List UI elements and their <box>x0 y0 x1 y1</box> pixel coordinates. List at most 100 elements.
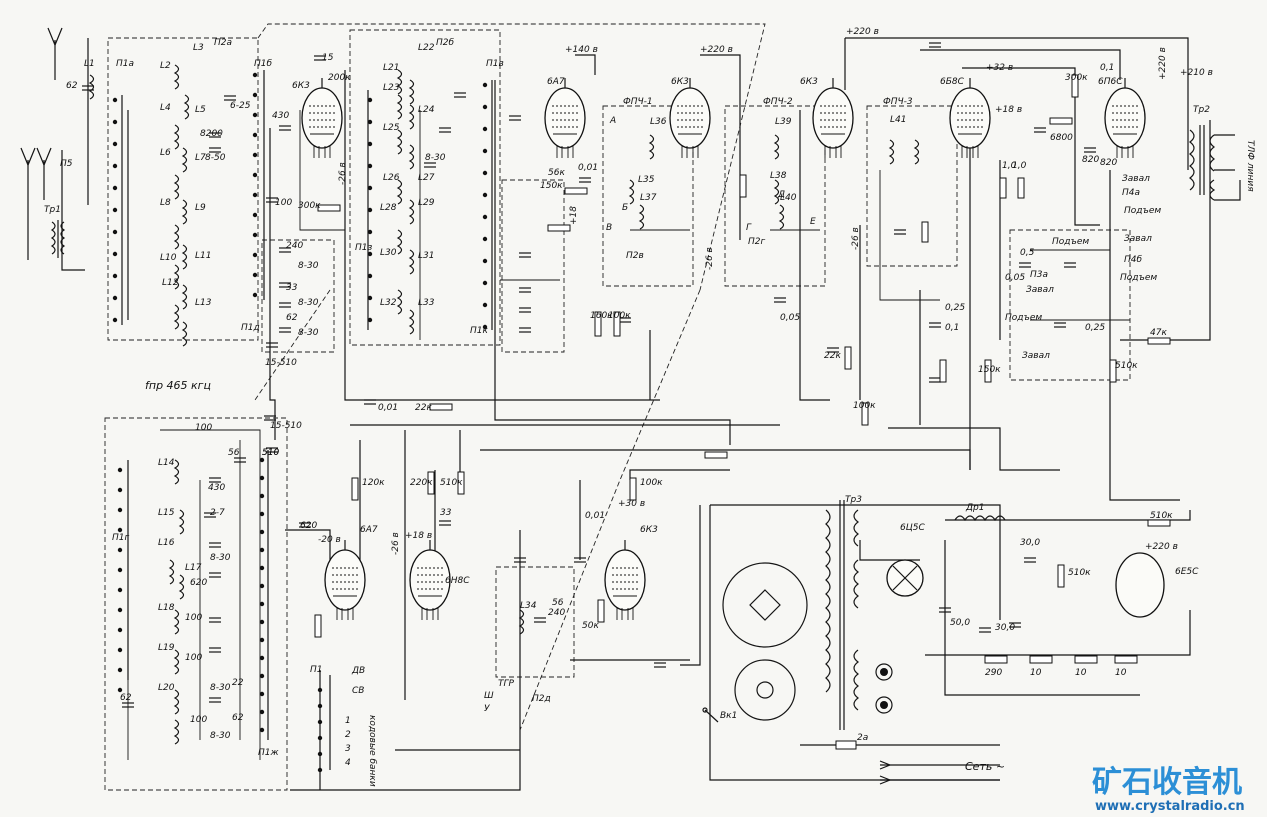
component-value-label: 56 <box>228 448 240 458</box>
switch-contact <box>252 172 258 178</box>
coil <box>173 64 180 90</box>
supply-voltage-label: +18 в <box>405 531 432 541</box>
coil-label: L9 <box>195 203 206 213</box>
component-value-label: 62 <box>286 313 298 323</box>
resistor <box>629 477 637 501</box>
component-value-label: 240 <box>548 608 565 618</box>
capacitor <box>264 415 276 421</box>
switch-contact <box>317 703 323 709</box>
coil <box>181 244 188 270</box>
watermark-title: 矿石收音机 <box>1092 765 1242 800</box>
capacitor <box>439 520 451 526</box>
component-value-label: 2а <box>857 733 868 743</box>
switch-contact <box>252 212 258 218</box>
coil-label: L16 <box>158 538 175 548</box>
switch-contact <box>117 647 123 653</box>
component-value-label: 220к <box>410 478 433 488</box>
resistor <box>547 224 571 232</box>
switch-contact <box>112 97 118 103</box>
resistor <box>314 614 322 638</box>
resistor <box>1057 564 1065 588</box>
component-value-label: 620 <box>300 521 317 531</box>
coil-label: L14 <box>158 458 175 468</box>
coil <box>396 69 403 95</box>
switch-contact <box>112 273 118 279</box>
vacuum-tube <box>604 540 646 620</box>
switch-contact <box>482 280 488 286</box>
switch-contact <box>259 583 265 589</box>
switch-contact <box>317 735 323 741</box>
tube-label: 6К3 <box>640 525 658 535</box>
tube-label: 6П6С <box>1098 77 1123 87</box>
coil <box>168 559 175 585</box>
capacitor <box>1019 262 1031 268</box>
coil <box>173 304 180 330</box>
switch-contact <box>259 637 265 643</box>
vacuum-tube <box>544 78 586 158</box>
component-value-label: 240 <box>286 241 303 251</box>
block-label: Др1 <box>965 503 984 513</box>
switch-contact <box>482 324 488 330</box>
component-value-label: 8-30 <box>210 553 231 563</box>
coil <box>181 199 188 225</box>
component-value-label: 200к <box>328 73 351 83</box>
switch-position-label: ТГР <box>498 679 515 689</box>
vacuum-tube <box>812 78 854 158</box>
switch-link-dash-2 <box>519 289 701 731</box>
component-value-label: 100 <box>195 423 212 433</box>
component-value-label: 47к <box>1150 328 1167 338</box>
tube-label: 6А7 <box>547 77 565 87</box>
switch-contact <box>367 163 373 169</box>
supply-voltage-label: -20 в <box>318 535 341 545</box>
coil-label: L8 <box>160 198 171 208</box>
component-value-label: 8-30 <box>298 328 319 338</box>
capacitor-group <box>82 42 1096 708</box>
coil-label: L19 <box>158 643 175 653</box>
switch-contact <box>482 236 488 242</box>
component-value-label: 820 <box>1082 155 1099 165</box>
coil-label: L27 <box>418 173 435 183</box>
component-value-label: 150к <box>978 365 1001 375</box>
component-value-label: 510к <box>1115 361 1138 371</box>
octal-socket-2 <box>734 659 796 721</box>
coil <box>408 104 415 130</box>
switch-contact <box>252 132 258 138</box>
switch-contact <box>482 214 488 220</box>
switch-label: П1з <box>355 243 372 253</box>
switch-contact <box>482 82 488 88</box>
component-value-label: 300к <box>298 201 321 211</box>
component-value-label: 62 <box>66 81 78 91</box>
capacitor <box>279 247 291 253</box>
coil <box>638 204 645 230</box>
component-value-label: 56 <box>552 598 564 608</box>
coil <box>396 129 403 155</box>
vacuum-tube <box>409 540 451 620</box>
switch-contact <box>259 601 265 607</box>
if-frequency-label: fпр 465 кгц <box>145 379 211 392</box>
component-value-label: 50к <box>582 621 599 631</box>
tube-label: 6К3 <box>800 77 818 87</box>
capacitor <box>519 287 531 293</box>
component-value-label: 6-25 <box>230 101 251 111</box>
coil <box>396 94 403 120</box>
switch-contact <box>117 587 123 593</box>
coil-label: L6 <box>160 148 171 158</box>
supply-voltage-label: +32 в <box>986 63 1013 73</box>
capacitor <box>209 542 221 548</box>
component-value-label: 6800 <box>1050 133 1073 143</box>
capacitor <box>1064 262 1076 268</box>
capacitor <box>224 95 236 101</box>
resistor <box>1109 359 1117 383</box>
component-value-label: 290 <box>985 668 1002 678</box>
tube-label: 6Е5С <box>1175 567 1199 577</box>
rf-trimmer-block <box>261 239 335 353</box>
switch-contact <box>482 104 488 110</box>
band-label: 4 <box>345 758 351 768</box>
switch-contact <box>482 170 488 176</box>
mode-label: Завал <box>1122 174 1150 184</box>
switch-contact <box>117 547 123 553</box>
capacitor <box>266 447 278 453</box>
octal-socket <box>722 562 808 648</box>
